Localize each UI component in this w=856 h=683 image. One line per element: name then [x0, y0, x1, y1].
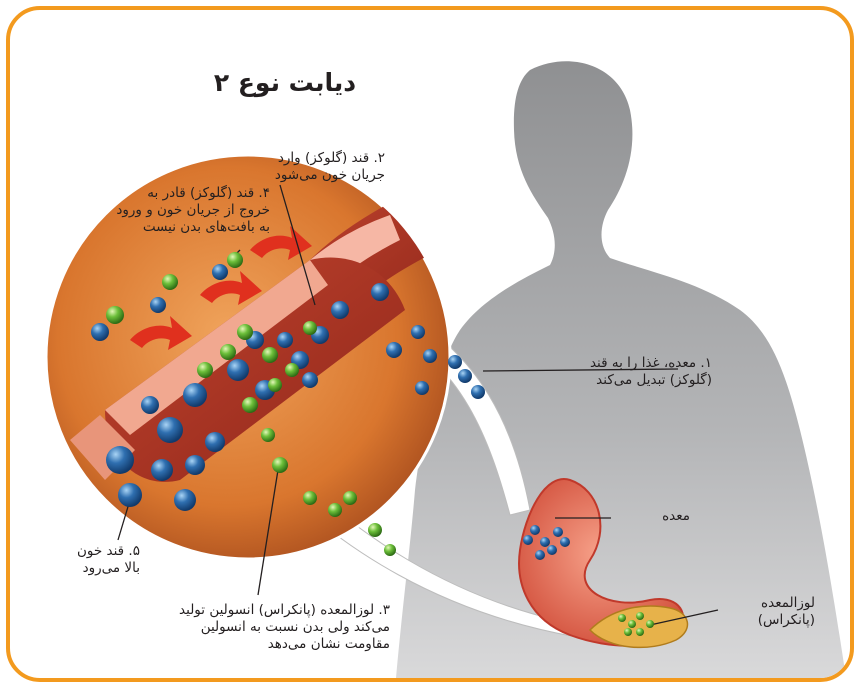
label-step4-line3: به بافت‌های بدن نیست [90, 219, 270, 236]
diagram-title: دیابت نوع ۲ [185, 68, 385, 97]
label-step5-line2: بالا می‌رود [30, 560, 140, 577]
glucose-molecule [141, 396, 159, 414]
glucose-molecule [157, 417, 183, 443]
label-pancreas-line1: لوزالمعده [725, 595, 815, 612]
glucose-molecule [523, 535, 533, 545]
insulin-molecule [227, 252, 243, 268]
insulin-molecule [343, 491, 357, 505]
glucose-molecule [530, 525, 540, 535]
insulin-molecule [303, 491, 317, 505]
glucose-molecule [118, 483, 142, 507]
label-step2-line2: جریان خون می‌شود [235, 167, 385, 184]
glucose-molecule [540, 537, 550, 547]
glucose-molecule [205, 432, 225, 452]
glucose-molecule [535, 550, 545, 560]
insulin-molecule [162, 274, 178, 290]
label-step3-line2: می‌کند ولی بدن نسبت به انسولین [128, 619, 390, 636]
label-step2: ۲. قند (گلوکز) وارد جریان خون می‌شود [235, 150, 385, 184]
label-step3-line1: ۳. لوزالمعده (پانکراس) انسولین تولید [128, 602, 390, 619]
glucose-molecule [227, 359, 249, 381]
label-step1-line1: ۱. معده، غذا را به قند [532, 355, 712, 372]
label-stomach: معده [610, 508, 690, 525]
label-step3: ۳. لوزالمعده (پانکراس) انسولین تولید می‌… [128, 602, 390, 653]
glucose-molecule [150, 297, 166, 313]
label-step3-line3: مقاومت نشان می‌دهد [128, 636, 390, 653]
glucose-molecule [423, 349, 437, 363]
glucose-molecule [458, 369, 472, 383]
diagram-frame: دیابت نوع ۲ ۱. معده، غذا را به قند (گلوک… [6, 6, 854, 682]
insulin-molecule [624, 628, 632, 636]
insulin-molecule [628, 620, 636, 628]
glucose-molecule [183, 383, 207, 407]
label-step4: ۴. قند (گلوکز) قادر به خروج از جریان خون… [90, 185, 270, 236]
insulin-molecule [242, 397, 258, 413]
insulin-molecule [285, 363, 299, 377]
glucose-molecule [471, 385, 485, 399]
insulin-molecule [303, 321, 317, 335]
insulin-molecule [328, 503, 342, 517]
glucose-molecule [185, 455, 205, 475]
glucose-molecule [106, 446, 134, 474]
glucose-molecule [151, 459, 173, 481]
glucose-molecule [547, 545, 557, 555]
glucose-molecule [174, 489, 196, 511]
diabetes-illustration [10, 10, 850, 678]
glucose-molecule [386, 342, 402, 358]
glucose-molecule [415, 381, 429, 395]
glucose-molecule [371, 283, 389, 301]
label-step5: ۵. قند خون بالا می‌رود [30, 543, 140, 577]
insulin-molecule [106, 306, 124, 324]
label-pancreas: لوزالمعده (پانکراس) [725, 595, 815, 629]
glucose-molecule [91, 323, 109, 341]
label-step2-line1: ۲. قند (گلوکز) وارد [235, 150, 385, 167]
insulin-molecule [220, 344, 236, 360]
insulin-molecule [636, 612, 644, 620]
insulin-molecule [636, 628, 644, 636]
glucose-molecule [560, 537, 570, 547]
insulin-molecule [197, 362, 213, 378]
glucose-molecule [212, 264, 228, 280]
insulin-molecule [384, 544, 396, 556]
glucose-molecule [553, 527, 563, 537]
glucose-molecule [411, 325, 425, 339]
insulin-molecule [618, 614, 626, 622]
glucose-molecule [448, 355, 462, 369]
insulin-molecule [261, 428, 275, 442]
insulin-molecule [272, 457, 288, 473]
glucose-molecule [277, 332, 293, 348]
insulin-molecule [646, 620, 654, 628]
label-pancreas-line2: (پانکراس) [725, 612, 815, 629]
glucose-molecule [302, 372, 318, 388]
label-step4-line1: ۴. قند (گلوکز) قادر به [90, 185, 270, 202]
label-step4-line2: خروج از جریان خون و ورود [90, 202, 270, 219]
insulin-molecule [262, 347, 278, 363]
insulin-molecule [237, 324, 253, 340]
label-step1: ۱. معده، غذا را به قند (گلوکز) تبدیل می‌… [532, 355, 712, 389]
insulin-molecule [268, 378, 282, 392]
glucose-molecule [331, 301, 349, 319]
label-step5-line1: ۵. قند خون [30, 543, 140, 560]
insulin-molecule [368, 523, 382, 537]
label-step1-line2: (گلوکز) تبدیل می‌کند [532, 372, 712, 389]
